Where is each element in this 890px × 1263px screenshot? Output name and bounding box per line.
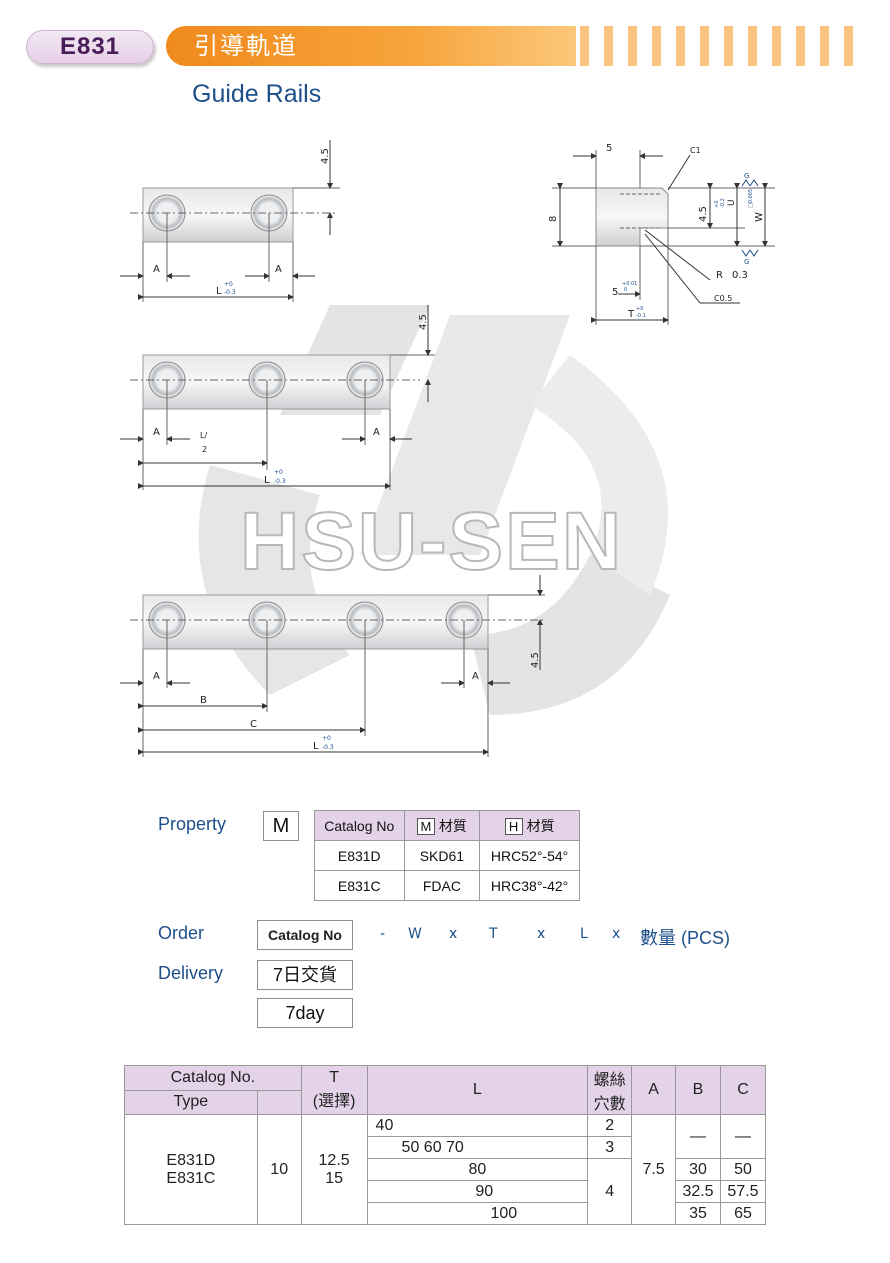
property-code: M <box>263 811 299 841</box>
svg-text:-0.3: -0.3 <box>224 289 236 296</box>
property-row: E831C FDAC HRC38°-42° <box>314 870 580 901</box>
catalog-code-badge: E831 <box>26 30 154 64</box>
dim-g-top: G <box>744 172 749 180</box>
svg-text:+0: +0 <box>322 735 331 742</box>
dim-c1: C1 <box>690 146 701 155</box>
svg-text:0.3: 0.3 <box>732 270 748 281</box>
order-catalog-box: Catalog No <box>257 920 353 950</box>
dim-45-1: 4.5 <box>320 148 331 164</box>
svg-text:0: 0 <box>624 287 627 293</box>
dim-a-4: A <box>373 427 380 438</box>
property-row: E831D SKD61 HRC52°-54° <box>314 840 580 871</box>
dim-5-bottom: 5 <box>612 287 618 298</box>
decorative-stripes <box>580 26 870 66</box>
spec-table: Catalog No. T(選擇) L 螺絲穴數 A B C Type E831… <box>124 1065 767 1225</box>
table-row: 50 60 70 3 <box>125 1136 766 1159</box>
title-cn: 引導軌道 <box>194 32 298 60</box>
dim-l-half: L/ <box>200 431 207 440</box>
page-title: Guide Rails <box>192 80 322 108</box>
svg-text:-0.3: -0.3 <box>322 744 334 751</box>
technical-drawing: A A L +0 -0.3 4.5 A A L/ 2 L +0 -0.3 4.5 <box>120 140 775 757</box>
cross-section-view <box>552 150 775 325</box>
svg-text:+0: +0 <box>224 281 233 288</box>
table-row: 100 35 65 <box>125 1202 767 1225</box>
dim-t: T <box>627 309 635 320</box>
delivery-en-box: 7day <box>257 998 353 1028</box>
dim-a-3: A <box>153 427 160 438</box>
order-label: Order <box>158 923 205 943</box>
dim-c05: C0.5 <box>714 294 732 303</box>
dim-l-3: L <box>313 741 319 752</box>
svg-text:-0.1: -0.1 <box>636 313 646 319</box>
dim-a-2: A <box>275 264 282 275</box>
title-bar: 引導軌道 <box>166 26 576 66</box>
dim-5-top: 5 <box>606 143 612 154</box>
dim-45-2: 4.5 <box>418 314 429 330</box>
dim-45-section: 4.5 <box>698 206 709 222</box>
delivery-label: Delivery <box>158 963 224 983</box>
svg-text:-0.2: -0.2 <box>720 198 726 208</box>
property-label: Property <box>158 814 227 834</box>
svg-text:□0.005: □0.005 <box>748 189 754 208</box>
svg-text:+0: +0 <box>714 201 720 208</box>
svg-text:+0: +0 <box>274 469 283 476</box>
svg-text:-0.3: -0.3 <box>274 478 286 485</box>
dim-l-1: L <box>216 286 222 297</box>
dim-a-6: A <box>472 671 479 682</box>
dim-u: U <box>727 199 737 206</box>
svg-text:+0: +0 <box>636 306 643 312</box>
dim-a-5: A <box>153 671 160 682</box>
svg-text:+0.01: +0.01 <box>622 281 637 287</box>
rail-two-holes <box>120 140 340 302</box>
delivery-cn-box: 7日交貨 <box>257 960 353 990</box>
watermark-text: HSU-SEN <box>239 495 624 588</box>
table-row: 90 32.5 57.5 <box>125 1180 767 1203</box>
dim-w: W <box>754 212 765 222</box>
svg-text:2: 2 <box>202 445 207 454</box>
dim-8: 8 <box>548 216 559 222</box>
dim-a-1: A <box>153 264 160 275</box>
rail-four-holes <box>120 575 545 757</box>
dim-r: R <box>716 270 723 281</box>
dim-b: B <box>200 695 207 706</box>
dim-l-2: L <box>264 475 270 486</box>
rail-three-holes <box>120 305 435 490</box>
dim-45-3: 4.5 <box>530 652 541 668</box>
dim-g-bottom: G <box>744 258 749 266</box>
dim-c: C <box>250 719 257 730</box>
order-quantity: 數量 (PCS) <box>640 928 730 948</box>
